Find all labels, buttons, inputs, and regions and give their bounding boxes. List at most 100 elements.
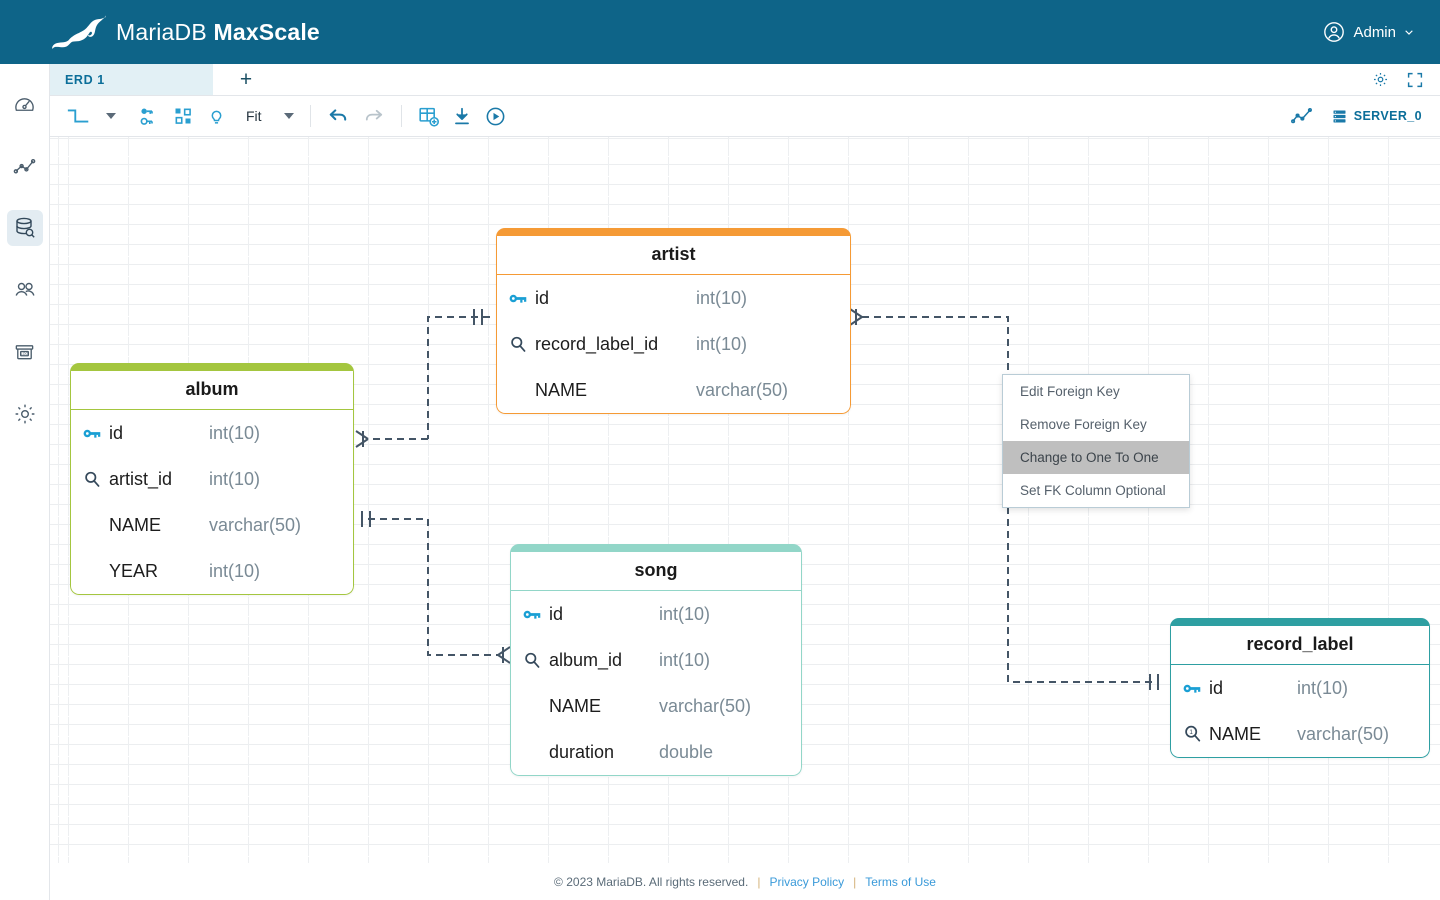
er-column-name: NAME (549, 695, 602, 716)
svg-text:LOG: LOG (21, 351, 29, 355)
terms-of-use-link[interactable]: Terms of Use (865, 874, 936, 889)
er-column-row[interactable]: 1 NAME varchar(50) (1171, 711, 1429, 757)
undo-icon[interactable] (327, 107, 349, 125)
database-search-icon (15, 217, 35, 238)
brand-title: MariaDB MaxScale (116, 19, 320, 46)
download-icon[interactable] (453, 107, 471, 126)
entity-relation-shape-icon[interactable] (66, 107, 92, 125)
zoom-level-label[interactable]: Fit (246, 108, 262, 124)
toolbar-history-group (327, 107, 385, 125)
mariadb-seal-icon (52, 15, 106, 49)
tab-label: ERD 1 (65, 72, 105, 87)
toolbar-divider-1 (309, 105, 311, 127)
primary-key-icon (1183, 681, 1209, 696)
menu-item-remove-foreign-key[interactable]: Remove Foreign Key (1020, 417, 1147, 432)
er-table-name: artist (497, 236, 850, 275)
er-table-album[interactable]: album id int(10) artist_id int(10) NAME … (70, 363, 354, 595)
er-column-row[interactable]: NAME varchar(50) (71, 502, 353, 548)
toolbar-left-group: Fit (66, 106, 294, 127)
log-archive-icon: LOG (15, 344, 34, 359)
er-column-type: int(10) (659, 649, 711, 670)
copyright-text: © 2023 MariaDB. All rights reserved. (554, 874, 749, 889)
er-column-name: NAME (535, 379, 588, 400)
link-shape-chevron-down-icon[interactable] (106, 113, 116, 119)
toolbar-divider-2 (400, 105, 402, 127)
redo-icon[interactable] (363, 107, 385, 125)
brand-name-light: MariaDB (116, 18, 207, 45)
erd-toolbar: Fit (50, 96, 1440, 137)
brand-logo: MariaDB MaxScale (52, 15, 320, 49)
er-column-row[interactable]: id int(10) (1171, 665, 1429, 711)
server-selector[interactable]: SERVER_0 (1332, 109, 1422, 124)
er-column-row[interactable]: NAME varchar(50) (497, 367, 850, 413)
menu-item-edit-foreign-key[interactable]: Edit Foreign Key (1020, 384, 1120, 399)
er-table-name: record_label (1171, 626, 1429, 665)
er-column-type: int(10) (659, 603, 711, 624)
marker-many-song (497, 646, 511, 664)
menu-item-set-fk-column-optional[interactable]: Set FK Column Optional (1020, 483, 1166, 498)
app-header: MariaDB MaxScale Admin (0, 0, 1440, 64)
er-column-row[interactable]: NAME varchar(50) (511, 683, 801, 729)
er-table-name: album (71, 371, 353, 410)
er-table-record-label[interactable]: record_label id int(10) 1 NAME varchar(5… (1170, 618, 1430, 758)
sidebar-item-visualization[interactable] (7, 148, 43, 184)
svg-text:1: 1 (1189, 729, 1193, 736)
er-column-row[interactable]: id int(10) (511, 591, 801, 637)
er-column-row[interactable]: album_id int(10) (511, 637, 801, 683)
er-column-type: int(10) (209, 560, 261, 581)
plus-icon: + (239, 67, 253, 91)
auto-arrange-icon[interactable] (173, 106, 193, 126)
sidebar-item-query-editor[interactable] (6, 210, 43, 246)
er-column-row[interactable]: YEAR int(10) (71, 548, 353, 594)
footer-separator-2: | (853, 874, 857, 889)
er-column-row[interactable]: duration double (511, 729, 801, 775)
show-keys-icon[interactable] (138, 106, 159, 127)
er-table-song[interactable]: song id int(10) album_id int(10) NAME va… (510, 544, 802, 776)
er-column-row[interactable]: artist_id int(10) (71, 456, 353, 502)
zoom-chevron-down-icon[interactable] (283, 113, 294, 119)
foreign-key-context-menu[interactable]: Edit Foreign Key Remove Foreign Key Chan… (1002, 374, 1190, 508)
primary-nav-rail: LOG (0, 64, 50, 900)
add-tab-button[interactable]: + (213, 64, 279, 95)
unique-index-icon: 1 (1183, 724, 1209, 744)
marker-one-artist-left (473, 309, 483, 325)
er-column-name: record_label_id (535, 333, 659, 354)
settings-gear-icon[interactable] (1372, 71, 1389, 88)
er-column-type: varchar(50) (659, 695, 752, 716)
server-label: SERVER_0 (1353, 109, 1422, 123)
privacy-policy-link[interactable]: Privacy Policy (769, 874, 845, 889)
er-table-name: song (511, 552, 801, 591)
er-column-type: int(10) (1297, 677, 1349, 698)
er-column-name: album_id (549, 649, 623, 670)
fullscreen-icon[interactable] (1407, 72, 1423, 88)
er-column-type: varchar(50) (1297, 723, 1390, 744)
sidebar-item-settings[interactable] (7, 396, 43, 432)
er-column-type: int(10) (696, 287, 748, 308)
footer-separator-1: | (757, 874, 761, 889)
tab-erd-1[interactable]: ERD 1 (50, 64, 213, 95)
erd-canvas[interactable]: album id int(10) artist_id int(10) NAME … (50, 137, 1440, 863)
sidebar-item-logs[interactable]: LOG (7, 334, 43, 370)
foreign-key-icon (523, 651, 549, 670)
er-column-type: varchar(50) (696, 379, 789, 400)
er-column-type: double (659, 741, 714, 762)
er-column-name: id (535, 287, 550, 308)
er-column-row[interactable]: id int(10) (497, 275, 850, 321)
er-table-artist[interactable]: artist id int(10) record_label_id int(10… (496, 228, 851, 414)
marker-one-album-right (361, 511, 371, 527)
er-table-header-bar (510, 544, 802, 552)
chart-icon[interactable] (1290, 107, 1312, 125)
sidebar-item-dashboard[interactable] (7, 86, 43, 122)
user-label: Admin (1353, 23, 1396, 41)
apply-script-icon[interactable] (485, 106, 506, 127)
app-footer: © 2023 MariaDB. All rights reserved. | P… (50, 863, 1440, 900)
er-column-row[interactable]: record_label_id int(10) (497, 321, 850, 367)
add-table-icon[interactable] (418, 106, 439, 127)
menu-item-change-to-one-to-one[interactable]: Change to One To One (1003, 441, 1189, 474)
sidebar-item-users[interactable] (7, 272, 43, 308)
er-column-name: YEAR (109, 560, 159, 581)
lightbulb-icon[interactable] (207, 107, 226, 126)
user-menu[interactable]: Admin (1323, 21, 1414, 43)
foreign-key-icon (83, 470, 109, 489)
er-column-row[interactable]: id int(10) (71, 410, 353, 456)
